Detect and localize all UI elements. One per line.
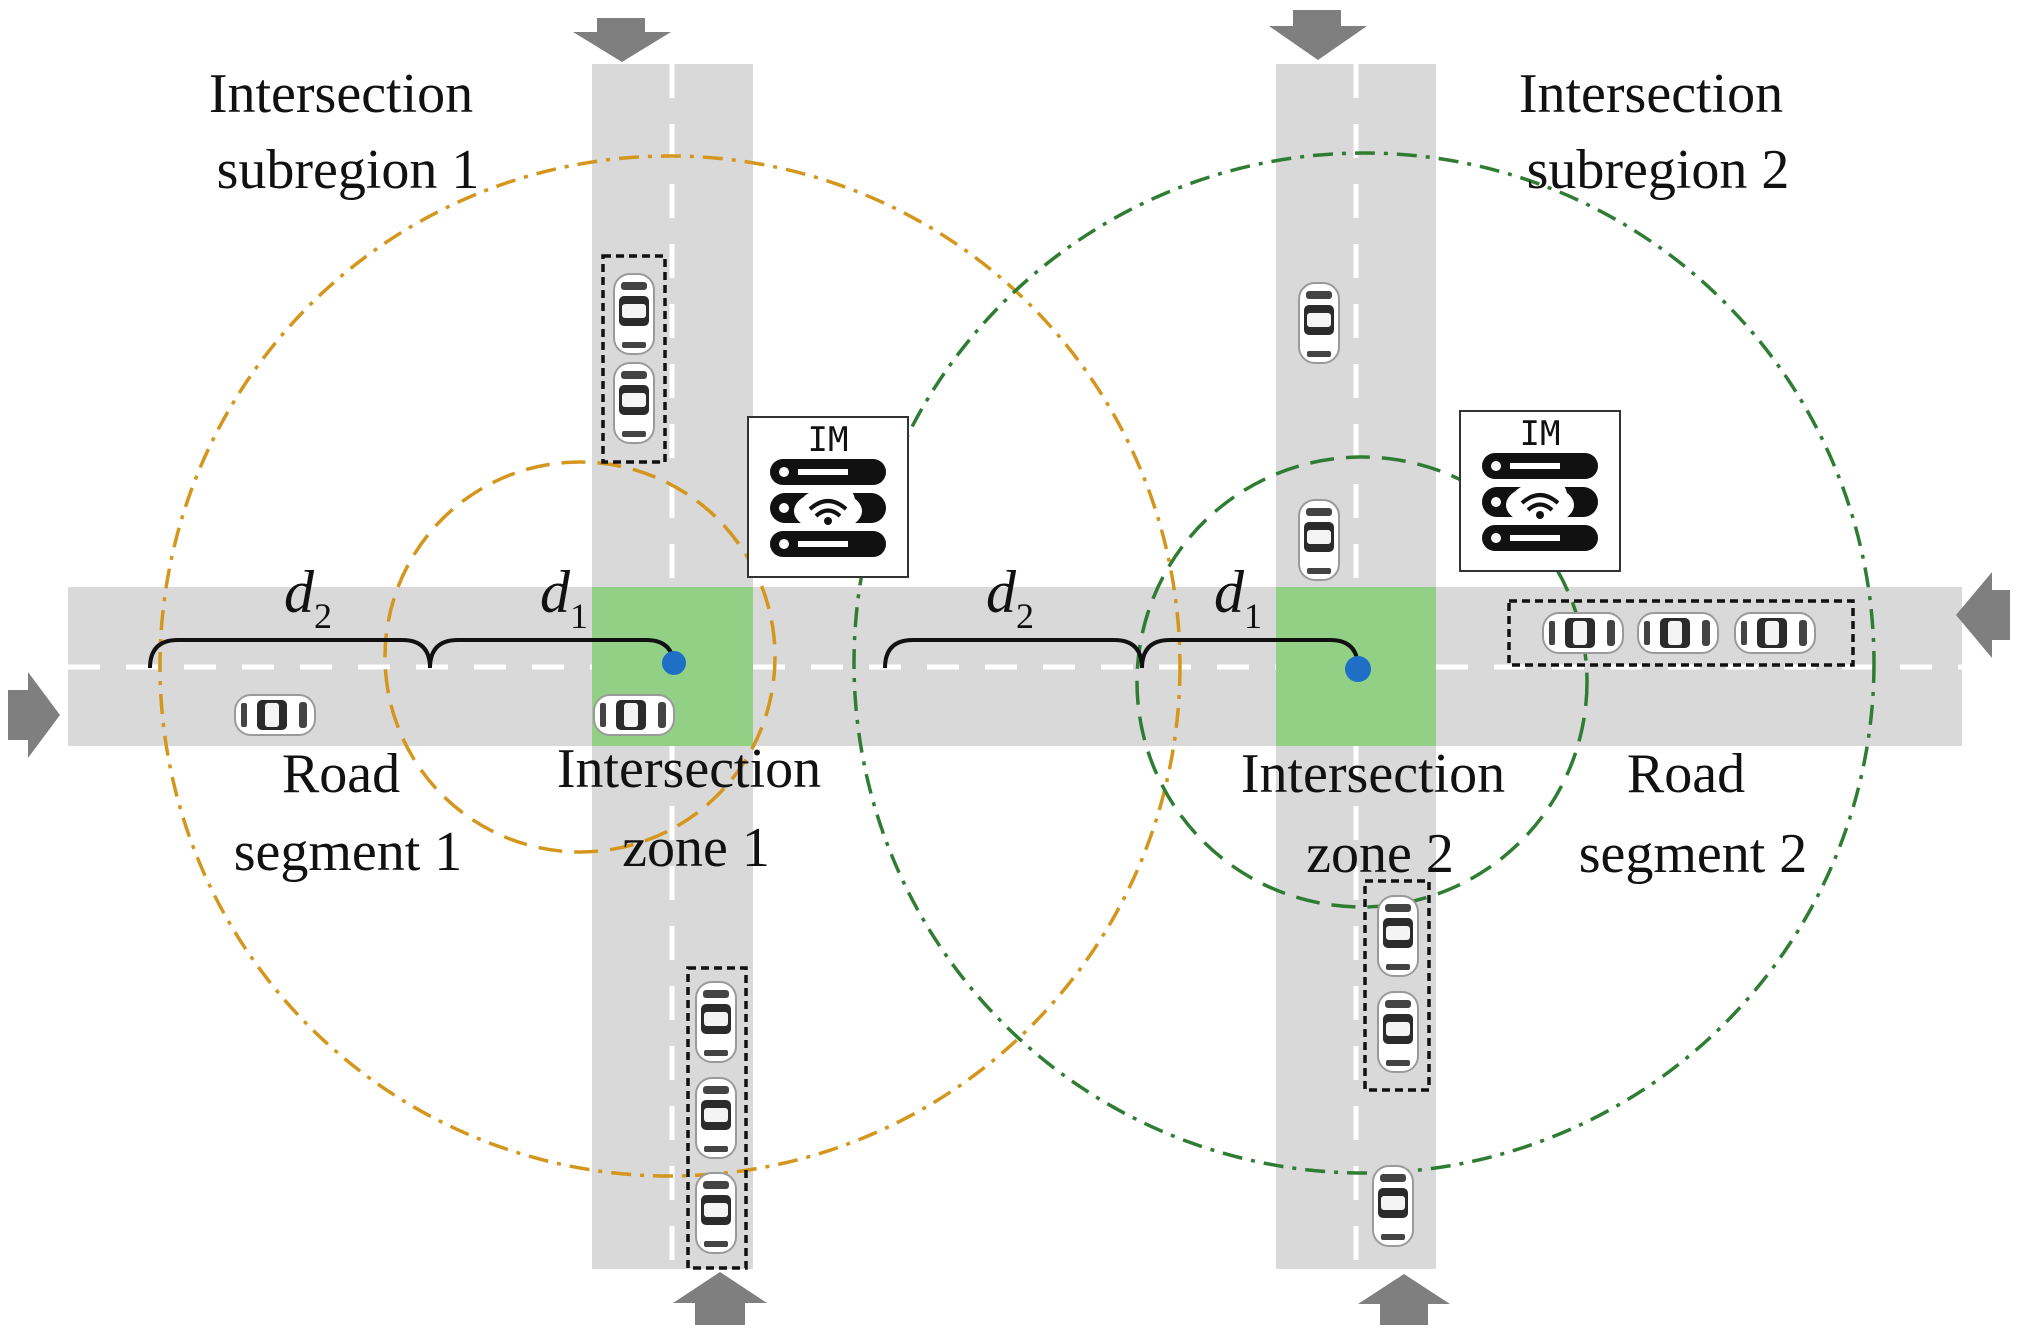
subregion-2-line-2: subregion 2 <box>1527 139 1790 201</box>
im-label-1: IM <box>808 420 849 460</box>
subregion-1-boundary <box>158 154 1182 1178</box>
car-icon <box>593 694 675 736</box>
subregion-1-label: Intersection subregion 1 <box>209 63 487 201</box>
d1-label-right: d1 <box>1214 559 1262 636</box>
car-icon <box>1377 895 1419 977</box>
d2-label-right: d2 <box>986 559 1034 636</box>
d1-letter: d <box>1214 559 1245 625</box>
im-label-2: IM <box>1520 414 1561 454</box>
subregion-2-label: Intersection subregion 2 <box>1519 63 1797 201</box>
zone-1-line-1: Intersection <box>557 738 821 800</box>
zone-1-line-2: zone 1 <box>622 817 770 879</box>
d2-subscript: 2 <box>1016 596 1034 636</box>
intersection-center-dot <box>1345 656 1371 682</box>
zone-2-line-2: zone 2 <box>1306 823 1454 885</box>
intersection-manager-1: IM <box>746 415 910 579</box>
subregion-1-line-2: subregion 1 <box>217 139 480 201</box>
segment-2-label: Road segment 2 <box>1579 743 1808 885</box>
zone-1-boundary <box>383 460 777 854</box>
car-icon <box>1377 991 1419 1073</box>
car-icon <box>1372 1165 1414 1247</box>
intersection-manager-2: IM <box>1458 409 1622 573</box>
car-icon <box>695 1172 737 1254</box>
car-icon <box>1298 499 1340 581</box>
d2-letter: d <box>284 559 315 625</box>
car-icon <box>613 273 655 355</box>
car-icon <box>1298 282 1340 364</box>
d1-label-left: d1 <box>540 559 588 636</box>
car-icon <box>1637 612 1719 654</box>
d1-subscript: 1 <box>570 596 588 636</box>
zone-2-boundary <box>1135 455 1589 909</box>
segment-2-line-1: Road <box>1627 743 1745 805</box>
segment-2-line-2: segment 2 <box>1579 823 1808 885</box>
d1-letter: d <box>540 559 571 625</box>
zone-2-label: Intersection zone 2 <box>1241 743 1519 885</box>
car-icon <box>234 694 316 736</box>
platoon-boxes <box>601 254 1855 1270</box>
subregion-2-line-1: Intersection <box>1519 63 1783 125</box>
car-icon <box>1542 612 1624 654</box>
zone-1-label: Intersection zone 1 <box>557 738 835 879</box>
subregion-2-boundary <box>852 151 1876 1175</box>
lane-markings <box>68 64 1962 1269</box>
arrow-icon <box>8 10 2010 1325</box>
car-icon <box>1734 612 1816 654</box>
intersection-center-dot <box>662 651 686 675</box>
d2-label-left: d2 <box>284 559 332 636</box>
car-icon <box>695 1077 737 1159</box>
segment-1-line-2: segment 1 <box>234 821 463 883</box>
segment-1-line-1: Road <box>282 743 400 805</box>
segment-1-label: Road segment 1 <box>234 743 463 883</box>
car-icon <box>613 362 655 444</box>
d2-subscript: 2 <box>314 596 332 636</box>
car-icon <box>695 981 737 1063</box>
d2-letter: d <box>986 559 1017 625</box>
d1-subscript: 1 <box>1244 596 1262 636</box>
subregion-1-line-1: Intersection <box>209 63 473 125</box>
zone-2-line-1: Intersection <box>1241 743 1505 805</box>
